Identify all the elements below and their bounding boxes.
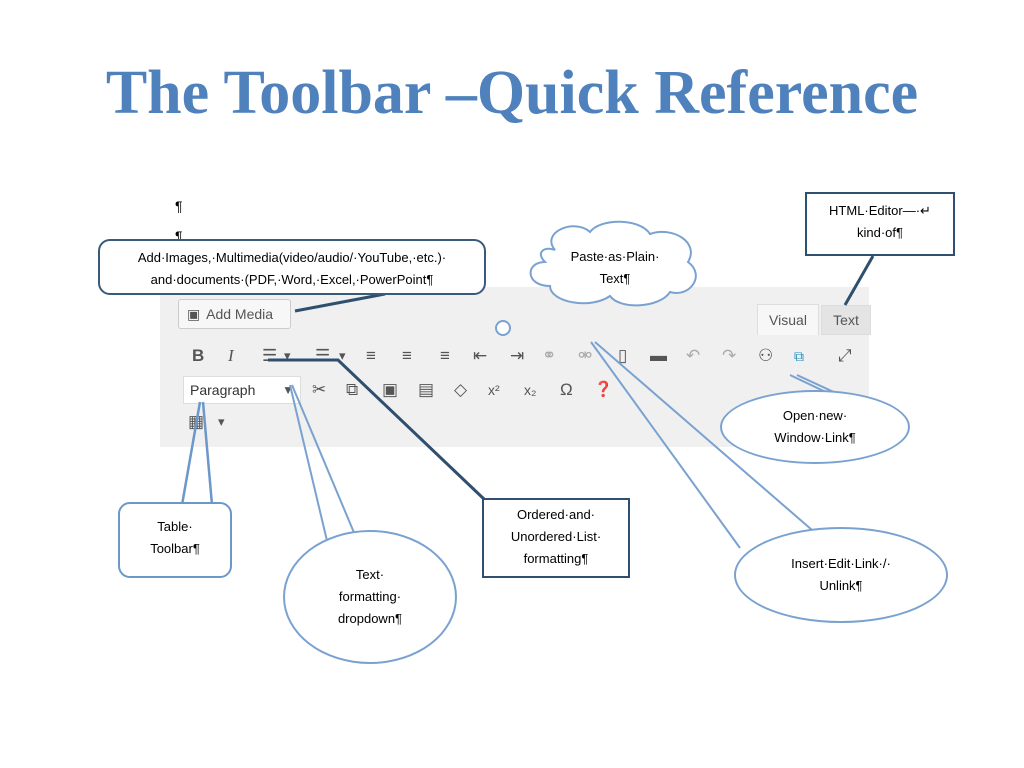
paste-as-text-icon[interactable]: ▤ [418, 380, 435, 399]
html-editor-callout: HTML·Editor—·↵ kind·of¶ [805, 192, 955, 256]
toolbar-toggle-icon[interactable]: ▬ [650, 346, 667, 365]
open-new-window-icon[interactable]: ⧉ [794, 348, 804, 364]
align-right-icon[interactable]: ≡ [440, 346, 450, 365]
pilcrow-mark: ¶ [175, 228, 183, 244]
add-images-callout: Add·Images,·Multimedia(video/audio/·YouT… [98, 239, 486, 295]
add-images-line-1: Add·Images,·Multimedia(video/audio/·YouT… [137, 250, 447, 265]
paste-icon[interactable]: ▣ [382, 380, 399, 399]
special-character-icon[interactable]: Ω [560, 380, 573, 399]
slide-title: The Toolbar –Quick Reference [105, 59, 919, 127]
italic-button[interactable]: I [228, 346, 234, 365]
media-icon: ▣ [187, 306, 201, 322]
unlink-icon[interactable]: ⚮ [578, 346, 593, 365]
undo-icon[interactable]: ↶ [686, 346, 701, 365]
tab-visual[interactable]: Visual [757, 304, 819, 335]
superscript-icon[interactable]: x² [488, 382, 500, 398]
open-window-line-1: Open·new· [782, 408, 848, 423]
pilcrow-mark: ¶ [175, 198, 183, 214]
bold-button[interactable]: B [192, 346, 205, 365]
insert-link-line-1: Insert·Edit·Link·/· [791, 556, 891, 571]
add-images-line-2: and·documents·(PDF,·Word,·Excel,·PowerPo… [150, 272, 434, 287]
table-icon[interactable]: ▦ [188, 412, 205, 431]
bulleted-list-icon[interactable]: ☰ [262, 346, 278, 365]
text-formatting-callout: Text· formatting· dropdown¶ [283, 530, 457, 664]
find-replace-icon[interactable]: ⚇ [758, 346, 774, 365]
text-format-line-3: dropdown¶ [337, 611, 403, 626]
numbered-list-icon[interactable]: ☰ [315, 346, 331, 365]
add-media-button[interactable]: ▣ Add Media [178, 299, 291, 329]
open-new-window-callout: Open·new· Window·Link¶ [720, 390, 910, 464]
subscript-icon[interactable]: x₂ [524, 382, 537, 398]
chevron-down-icon[interactable]: ▾ [284, 348, 291, 363]
toolbar-row-1: B I ☰ ▾ ☰ ▾ ≡ ≡ ≡ ⇤ ⇥ ⚭ ⚮ ▯ ▬ ↶ ↷ ⚇ ⧉ ⤢ [178, 346, 868, 376]
lists-line-3: formatting¶ [523, 551, 589, 566]
table-line-1: Table· [157, 519, 193, 534]
chevron-down-icon[interactable]: ▾ [339, 348, 346, 363]
help-icon[interactable]: ❓ [594, 381, 613, 398]
cut-icon[interactable]: ✂ [312, 380, 327, 399]
outdent-icon[interactable]: ⇤ [473, 346, 488, 365]
paragraph-select-value: Paragraph [190, 382, 256, 398]
clear-formatting-icon[interactable]: ◇ [454, 380, 468, 399]
chevron-down-icon[interactable]: ▾ [218, 414, 225, 429]
table-line-2: Toolbar¶ [150, 541, 200, 556]
paste-line-1: Paste·as·Plain· [570, 249, 660, 264]
lists-line-2: Unordered·List· [510, 529, 602, 544]
html-editor-line-2: kind·of¶ [856, 225, 903, 240]
paste-line-2: Text¶ [599, 271, 631, 286]
text-format-line-1: Text· [355, 567, 385, 582]
tab-text[interactable]: Text [821, 305, 871, 335]
paste-plain-text-callout: Paste·as·Plain· Text¶ [555, 246, 675, 290]
indent-icon[interactable]: ⇥ [510, 346, 525, 365]
read-more-icon[interactable]: ▯ [618, 346, 628, 365]
fullscreen-icon[interactable]: ⤢ [838, 346, 852, 365]
redo-icon[interactable]: ↷ [722, 346, 737, 365]
link-icon[interactable]: ⚭ [542, 346, 557, 365]
insert-edit-link-callout: Insert·Edit·Link·/· Unlink¶ [734, 527, 948, 623]
insert-link-line-2: Unlink¶ [819, 578, 863, 593]
text-format-line-2: formatting· [338, 589, 402, 604]
html-editor-line-1: HTML·Editor—·↵ [829, 203, 931, 218]
table-toolbar-callout: Table· Toolbar¶ [118, 502, 232, 578]
align-center-icon[interactable]: ≡ [402, 346, 412, 365]
copy-icon[interactable]: ⧉ [346, 380, 359, 399]
open-window-line-2: Window·Link¶ [774, 430, 856, 445]
lists-formatting-callout: Ordered·and· Unordered·List· formatting¶ [482, 498, 630, 578]
lists-line-1: Ordered·and· [516, 507, 596, 522]
add-media-label: Add Media [206, 306, 274, 322]
align-left-icon[interactable]: ≡ [366, 346, 376, 365]
